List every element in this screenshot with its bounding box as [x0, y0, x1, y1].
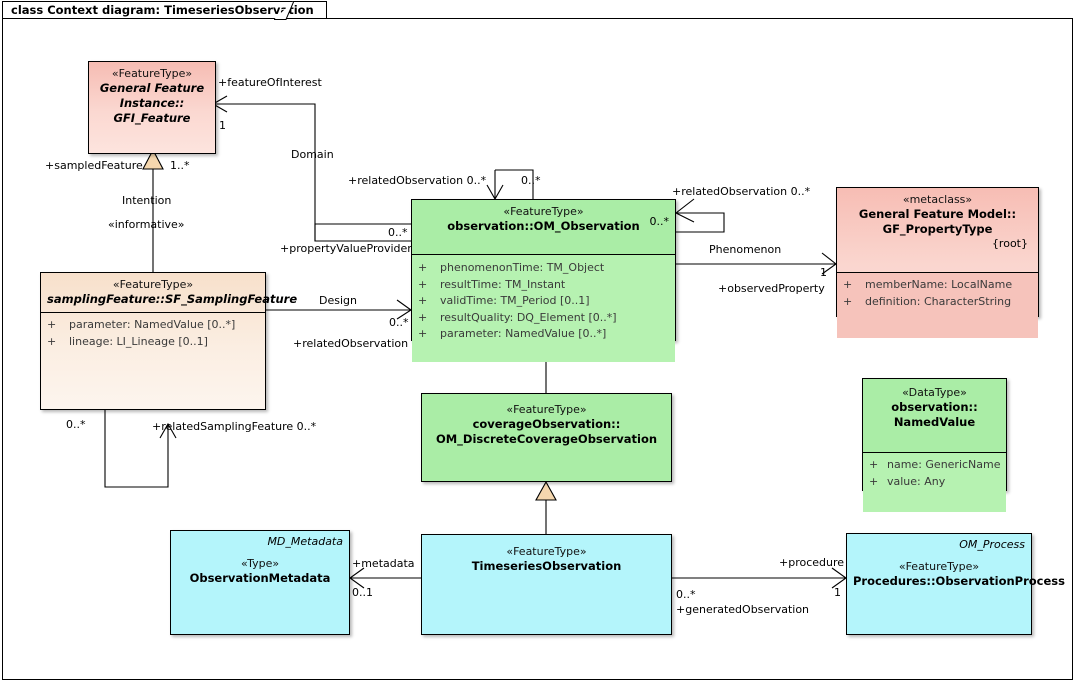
label-feature-of-interest: +featureOfInterest	[218, 76, 322, 89]
named-value-attribute-text: name: GenericName	[887, 458, 1001, 471]
timeseries-observation-stereotype: «FeatureType»	[506, 545, 587, 558]
class-sf-sampling-feature[interactable]: «FeatureType» samplingFeature::SF_Sampli…	[40, 272, 298, 410]
label-sampled-feature: +sampledFeature	[45, 159, 143, 172]
sf-attribute-row: + parameter: NamedValue [0..*]	[47, 317, 259, 334]
gfi-feature-name-3: GFI_Feature	[113, 111, 191, 125]
om-observation-corner-multiplicity: 0..*	[649, 215, 670, 228]
observation-process-corner-name: OM_Process	[959, 538, 1025, 551]
label-procedure-multiplicity: 1	[834, 586, 841, 599]
label-generated-observation: +generatedObservation	[676, 603, 810, 616]
om-observation-stereotype: «FeatureType»	[503, 205, 584, 218]
om-attribute-text: phenomenonTime: TM_Object	[440, 261, 605, 274]
label-related-observation-left-multiplicity: 0..*	[389, 316, 409, 329]
om-attribute-text: resultTime: TM_Instant	[440, 277, 566, 291]
label-feature-of-interest-multiplicity: 1	[219, 119, 226, 132]
class-observation-process[interactable]: OM_Process «FeatureType» Procedures::Obs…	[846, 533, 1065, 635]
label-metadata-multiplicity: 0..1	[352, 586, 373, 599]
gfi-feature-name-2: Instance::	[119, 96, 185, 110]
named-value-name-2: NamedValue	[893, 415, 976, 429]
diagram-title-tab: class Context diagram: TimeseriesObserva…	[2, 1, 327, 19]
label-intention: Intention	[122, 194, 172, 207]
gf-propertytype-stereotype: «metaclass»	[902, 193, 973, 206]
sf-attribute-text: parameter: NamedValue [0..*]	[69, 318, 236, 331]
label-related-sampling-feature-multiplicity: 0..*	[66, 418, 86, 431]
observation-process-name: Procedures::ObservationProcess	[853, 574, 1065, 588]
label-informative: «informative»	[108, 218, 185, 231]
label-generated-observation-multiplicity: 0..*	[676, 588, 696, 601]
gf-attribute-row: + memberName: LocalName	[843, 277, 1032, 294]
label-procedure: +procedure	[779, 556, 845, 569]
named-value-stereotype: «DataType»	[902, 386, 967, 399]
label-related-observation-top-multiplicity: 0..*	[521, 174, 541, 187]
named-value-name-1: observation::	[891, 400, 978, 414]
om-attribute-row: + validTime: TM_Period [0..1]	[418, 293, 669, 310]
label-sampled-feature-multiplicity: 1..*	[170, 159, 190, 172]
page-title: class Context diagram: TimeseriesObserva…	[11, 3, 314, 17]
gf-propertytype-name-1: General Feature Model::	[858, 207, 1017, 221]
coverage-observation-stereotype: «FeatureType»	[506, 403, 587, 416]
label-observed-property: +observedProperty	[718, 282, 825, 295]
label-domain: Domain	[291, 148, 334, 161]
label-phenomenon: Phenomenon	[709, 243, 782, 256]
observation-metadata-name: ObservationMetadata	[189, 571, 331, 585]
om-observation-name: observation::OM_Observation	[447, 219, 640, 233]
observation-metadata-corner-name: MD_Metadata	[267, 535, 343, 548]
gf-attribute-text: memberName: LocalName	[865, 278, 1013, 291]
coverage-observation-name-2: OM_DiscreteCoverageObservation	[435, 432, 658, 446]
label-observed-property-multiplicity: 1	[820, 266, 827, 279]
label-design: Design	[319, 294, 357, 307]
sf-sampling-feature-stereotype: «FeatureType»	[112, 278, 194, 291]
class-om-observation[interactable]: «FeatureType» observation::OM_Observatio…	[411, 199, 676, 362]
observation-metadata-stereotype: «Type»	[240, 557, 280, 570]
class-gfi-feature[interactable]: «FeatureType» General Feature Instance::…	[88, 61, 216, 154]
om-attribute-row: + resultQuality: DQ_Element [0..*]	[418, 310, 669, 327]
gf-propertytype-root-tag: {root}	[991, 237, 1028, 250]
gf-attribute-row: + definition: CharacterString	[843, 294, 1032, 311]
class-observation-metadata[interactable]: MD_Metadata «Type» ObservationMetadata	[170, 530, 350, 635]
sf-sampling-feature-name: samplingFeature::SF_SamplingFeature	[47, 292, 298, 306]
named-value-attribute-row: + name: GenericName	[869, 457, 1001, 474]
title-tab-corner	[274, 1, 294, 20]
observation-process-stereotype: «FeatureType»	[898, 560, 980, 573]
label-related-observation-left: +relatedObservation	[293, 337, 409, 350]
gfi-feature-name-1: General Feature	[99, 81, 205, 95]
sf-attribute-row: + lineage: LI_Lineage [0..1]	[47, 334, 259, 351]
class-timeseries-observation[interactable]: «FeatureType» TimeseriesObservation	[421, 534, 672, 635]
om-attribute-text: parameter: NamedValue [0..*]	[440, 327, 607, 340]
om-attribute-text: resultQuality: DQ_Element [0..*]	[440, 310, 617, 324]
coverage-observation-name-1: coverageObservation::	[472, 417, 621, 431]
gf-propertytype-name-2: GF_PropertyType	[882, 222, 993, 236]
class-om-discrete-coverage-observation[interactable]: «FeatureType» coverageObservation:: OM_D…	[421, 393, 672, 482]
gf-attribute-text: definition: CharacterString	[865, 294, 1012, 308]
timeseries-observation-name: TimeseriesObservation	[471, 559, 622, 573]
named-value-attribute-row: + value: Any	[869, 474, 1000, 491]
sf-attribute-text: lineage: LI_Lineage [0..1]	[69, 334, 208, 348]
label-metadata: +metadata	[352, 557, 415, 570]
label-related-observation-right: +relatedObservation 0..*	[672, 185, 811, 198]
om-attribute-row: + phenomenonTime: TM_Object	[418, 260, 669, 277]
label-property-value-provider: +propertyValueProvider	[280, 242, 412, 255]
label-related-sampling-feature: +relatedSamplingFeature 0..*	[152, 420, 317, 433]
class-gf-propertytype[interactable]: «metaclass» General Feature Model:: GF_P…	[836, 187, 1039, 338]
om-attribute-text: validTime: TM_Period [0..1]	[440, 294, 590, 307]
label-property-value-provider-multiplicity: 0..*	[388, 226, 408, 239]
class-named-value[interactable]: «DataType» observation:: NamedValue + na…	[862, 378, 1007, 512]
gfi-feature-stereotype: «FeatureType»	[111, 67, 193, 80]
named-value-attribute-text: value: Any	[887, 474, 946, 488]
om-attribute-row: + resultTime: TM_Instant	[418, 277, 669, 294]
om-attribute-row: + parameter: NamedValue [0..*]	[418, 326, 669, 343]
label-related-observation-top: +relatedObservation 0..*	[348, 174, 487, 187]
